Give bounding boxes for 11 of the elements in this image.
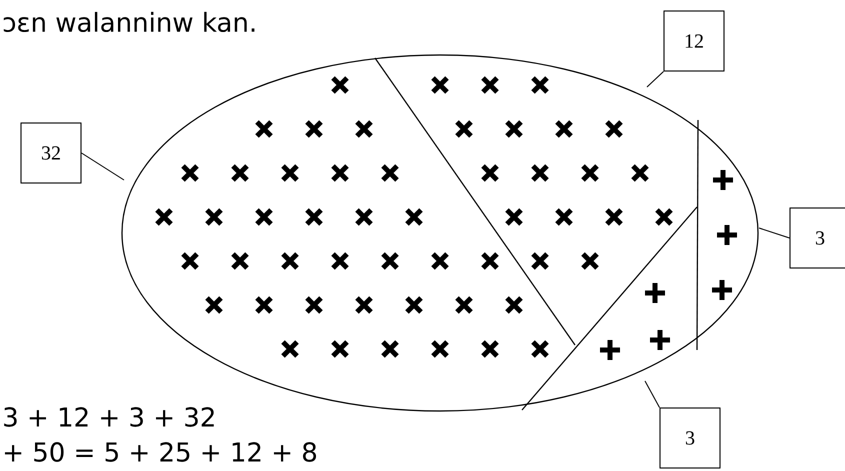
text-line: 3 + 12 + 3 + 32: [4, 407, 214, 427]
number-box: 3: [790, 208, 845, 268]
leader-line: [646, 71, 664, 88]
number-box: 32: [20, 122, 82, 184]
leader-line: [758, 228, 790, 238]
text-line: ɔɛn walanninw kan.: [4, 12, 254, 32]
number-box: 3: [660, 408, 720, 468]
number-box: 12: [664, 10, 724, 72]
leader-line: [644, 380, 660, 408]
leader-line: [81, 152, 124, 180]
text-line: + 50 = 5 + 25 + 12 + 8: [4, 442, 316, 462]
